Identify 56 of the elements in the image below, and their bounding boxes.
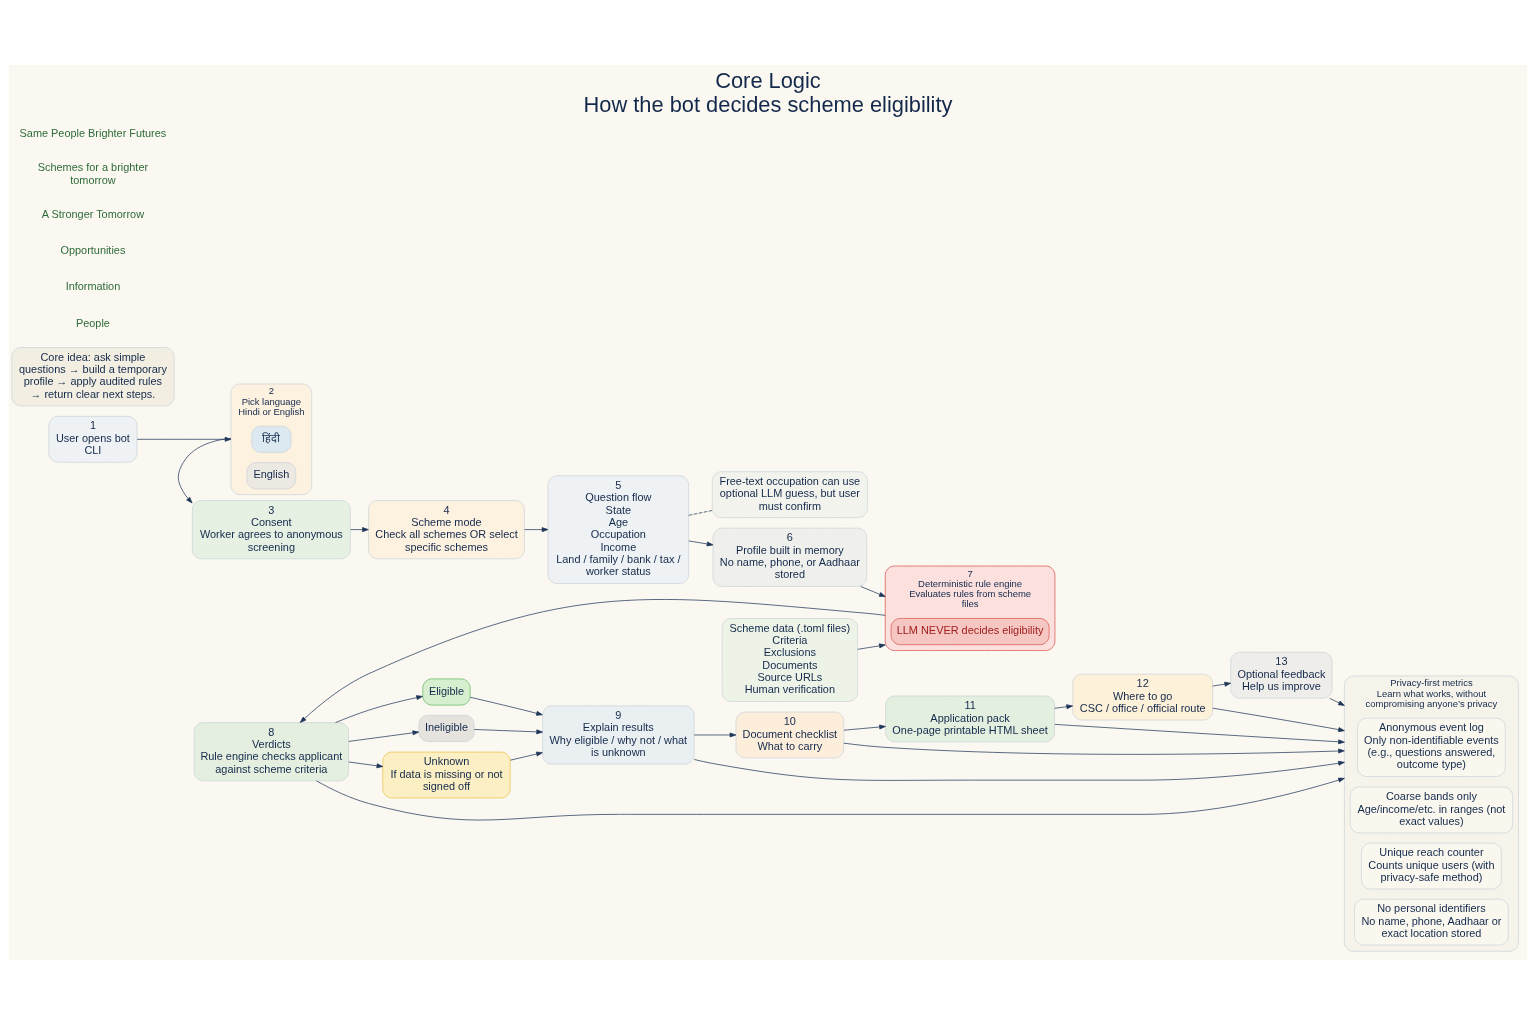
- node-box: Anonymous event log Only non-identifiable events (e.g., questions answered, outcome type): [1357, 717, 1506, 777]
- arrow: [688, 540, 714, 546]
- arrow: [1054, 703, 1073, 709]
- arrow: [473, 728, 543, 734]
- node-box: Unique reach counter Counts unique users (with privacy-safe method): [1361, 842, 1502, 889]
- label: Information: [65, 279, 121, 292]
- arrow: [693, 758, 1345, 781]
- node-box: 8 Verdicts Rule engine checks applicant against scheme criteria: [193, 721, 349, 781]
- node-box: 12 Where to go CSC / office / official route: [1072, 673, 1213, 720]
- arrow: [299, 598, 886, 723]
- node-box: 4 Scheme mode Check all schemes OR select specific schemes: [368, 499, 525, 559]
- label: A Stronger Tomorrow: [41, 207, 145, 220]
- arrow: [860, 585, 886, 597]
- arrow: [857, 642, 886, 650]
- node-box: 10 Document checklist What to carry: [735, 711, 845, 758]
- node-box: Free-text occupation can use optional LLM guess, but user must confirm: [711, 470, 868, 518]
- arrow: [1054, 723, 1345, 744]
- arrow: [177, 437, 232, 503]
- arrow: [1212, 681, 1231, 686]
- node-box: No personal identifiers No name, phone, Aadhaar or exact location stored: [1354, 898, 1509, 945]
- node-box: 11 Application pack One-page printable HTML sheet: [885, 695, 1055, 742]
- node-box: 5 Question flow State Age Occupation Income Land / family / bank / tax / worker status: [547, 474, 689, 584]
- label: Schemes for a brighter tomorrow: [37, 160, 149, 186]
- label: People: [75, 316, 110, 329]
- node-box: English: [246, 461, 297, 489]
- arrow: [693, 732, 737, 737]
- arrow: [843, 742, 1345, 755]
- node-box: Coarse bands only Age/income/etc. in ranges (not exact values): [1349, 786, 1513, 833]
- arrow: [843, 724, 886, 731]
- node-box: 13 Optional feedback Help us improve: [1230, 651, 1333, 699]
- arrow: [348, 761, 384, 768]
- node-box: 6 Profile built in memory No name, phone, or Aadhaar stored: [712, 527, 868, 587]
- node-box: Core idea: ask simple questions → build a temporary profile → apply audited rules → return clear next steps.: [11, 346, 175, 406]
- connector: [688, 509, 713, 516]
- arrow: [350, 526, 369, 532]
- node-box: Scheme data (.toml files) Criteria Exclusions Documents Source URLs Human verification: [721, 617, 858, 702]
- arrow: [1212, 707, 1345, 732]
- node-box: Ineligible: [418, 714, 475, 742]
- node-box: 1 User opens bot CLI: [48, 415, 138, 463]
- node-box: 9 Explain results Why eligible / why not / what is unknown: [542, 705, 695, 764]
- node-box: 3 Consent Worker agrees to anonymous screening: [191, 499, 351, 559]
- arrow: [316, 777, 1345, 820]
- arrow: [469, 696, 543, 716]
- node-box: LLM NEVER decides eligibility: [890, 617, 1050, 645]
- diagram-title: Core Logic: [715, 67, 821, 93]
- label: Same People Brighter Futures: [19, 126, 167, 139]
- arrow: [1329, 697, 1345, 706]
- arrow: [510, 751, 543, 761]
- node-box: Eligible: [422, 678, 471, 705]
- arrow: [348, 729, 420, 742]
- label: Opportunities: [60, 243, 126, 256]
- arrow: [524, 526, 549, 532]
- arrow: [335, 694, 423, 723]
- node-box: Unknown If data is missing or not signed off: [382, 751, 511, 798]
- arrow: [136, 436, 232, 442]
- node-box: हिंदी: [251, 425, 292, 453]
